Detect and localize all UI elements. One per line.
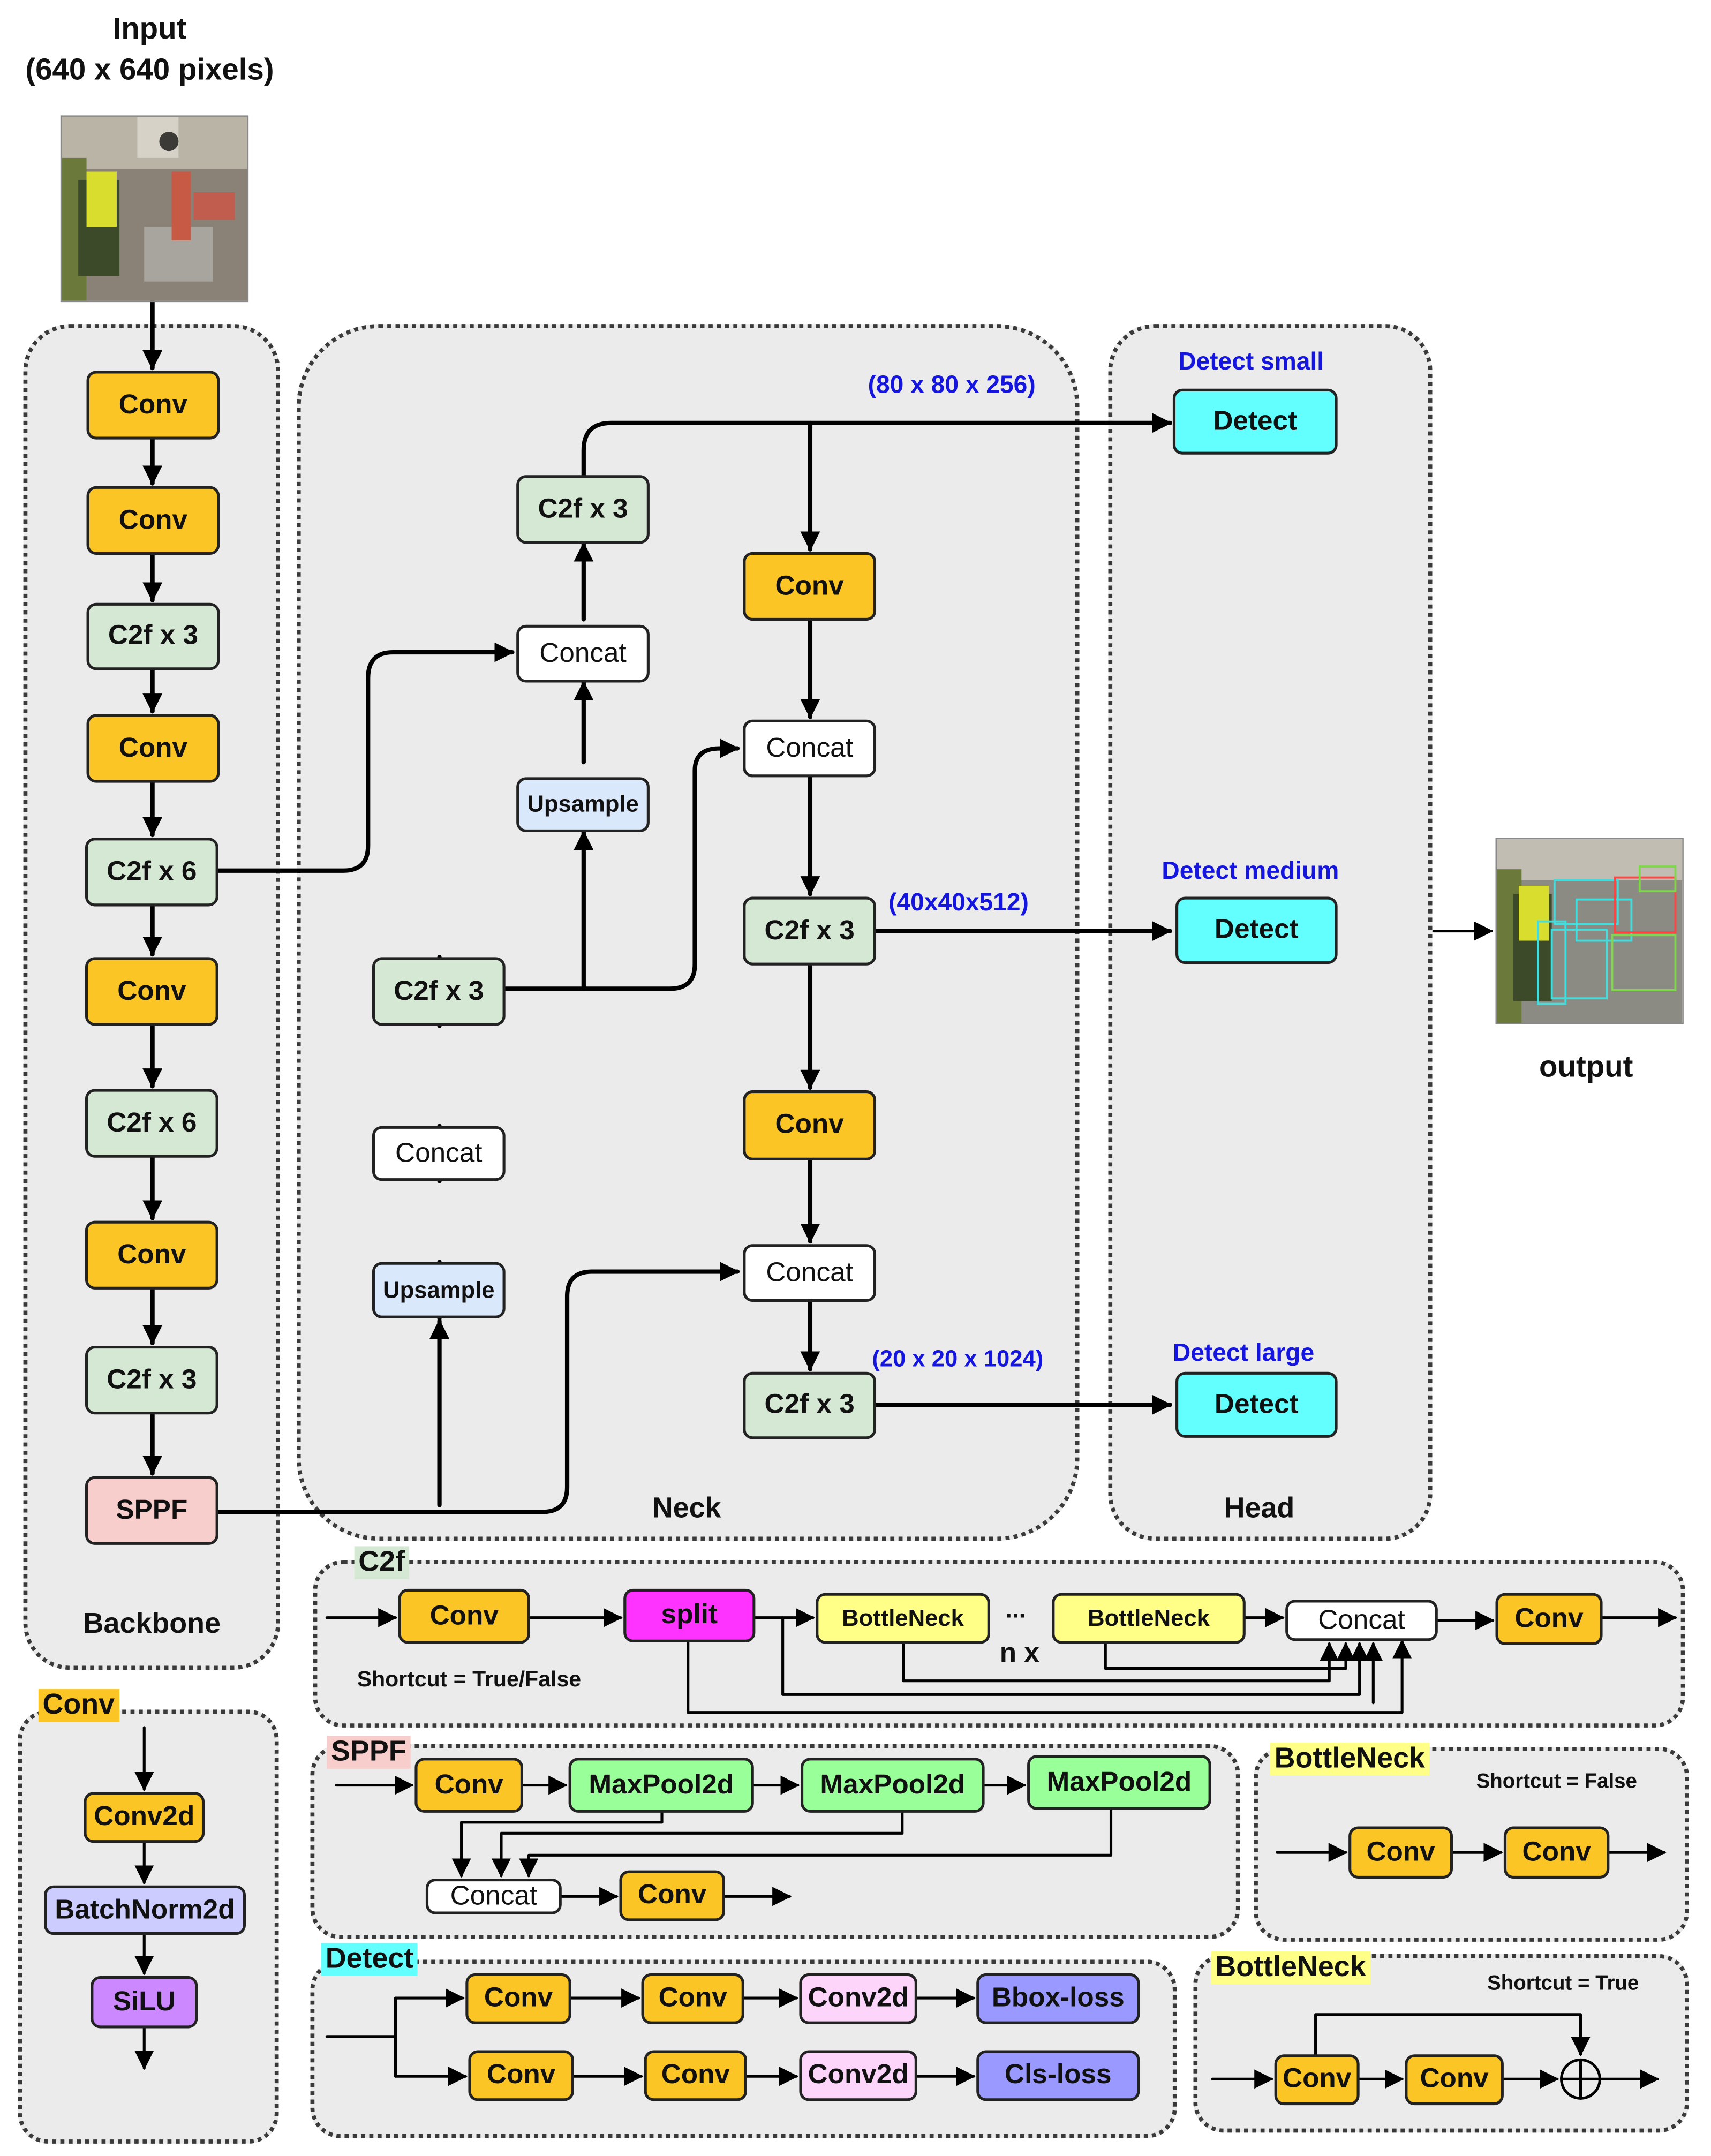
conv-block-conv2d: Conv2d [84,1792,205,1843]
detect-block-conv-2b: Conv [644,2050,747,2101]
sppf-block-maxpool-1: MaxPool2d [568,1758,754,1813]
detect-medium-label: Detect medium [1162,857,1339,885]
backbone-conv-3: Conv [86,714,220,783]
input-title: Input [112,11,187,46]
detect-small: Detect [1172,388,1338,455]
bottleneck-true-shortcut: Shortcut = True [1487,1972,1639,1995]
head-label: Head [1224,1492,1295,1525]
c2f-block-repeat: n x [999,1638,1039,1669]
backbone-c2f-3: C2f x 6 [85,1089,218,1158]
c2f-block-concat: Concat [1285,1600,1438,1641]
neck-c2f-right-1: C2f x 3 [743,896,877,966]
sppf-block-tag: SPPF [327,1736,411,1769]
backbone-label: Backbone [82,1608,221,1640]
backbone-conv-1: Conv [86,371,220,440]
neck-upsample-bottom: Upsample [372,1262,506,1318]
detect-block-conv-1a: Conv [465,1973,571,2024]
conv-block-silu: SiLU [91,1976,198,2029]
sppf-block-conv-in: Conv [414,1758,523,1813]
c2f-block-tag: C2f [354,1546,409,1579]
neck-upsample-top: Upsample [516,777,650,832]
sppf-block-conv-out: Conv [619,1870,725,1921]
detect-block-cls-loss: Cls-loss [976,2050,1140,2101]
bottleneck-true-conv-1: Conv [1274,2054,1360,2106]
neck-concat-right-2: Concat [743,1244,877,1302]
c2f-block-bottleneck-1: BottleNeck [816,1593,990,1644]
c2f-block-ellipsis: ... [1005,1595,1026,1624]
detect-large: Detect [1175,1371,1338,1438]
sppf-block-concat: Concat [425,1878,562,1914]
backbone-conv-4: Conv [85,957,218,1026]
detect-block-conv-2a: Conv [468,2050,574,2101]
c2f-block-shortcut: Shortcut = True/False [357,1668,582,1692]
conv-block-batchnorm: BatchNorm2d [44,1885,246,1935]
neck-c2f-right-2: C2f x 3 [743,1371,877,1439]
detect-block-bbox-loss: Bbox-loss [976,1973,1140,2024]
bottleneck-true-conv-2: Conv [1405,2054,1504,2106]
input-image [60,115,249,303]
bottleneck-false-tag: BottleNeck [1270,1743,1429,1776]
neck-conv-right-2: Conv [743,1090,877,1160]
input-size: (640 x 640 pixels) [25,52,274,87]
backbone-conv-5: Conv [85,1220,218,1290]
neck-c2f-top: C2f x 3 [516,475,650,544]
backbone-c2f-2: C2f x 6 [85,838,218,907]
detect-small-label: Detect small [1178,347,1324,375]
neck-concat-top: Concat [516,624,650,683]
output-image [1495,838,1684,1024]
neck-conv-right-1: Conv [743,552,877,621]
detect-medium: Detect [1175,896,1338,964]
sppf-block-maxpool-3: MaxPool2d [1027,1755,1211,1810]
c2f-block-panel [313,1560,1685,1728]
dim-large-label: (20 x 20 x 1024) [872,1346,1044,1372]
bottleneck-false-conv-2: Conv [1503,1826,1610,1879]
neck-concat-right-1: Concat [743,719,877,778]
dim-medium-label: (40x40x512) [888,888,1029,916]
c2f-block-bottleneck-n: BottleNeck [1052,1593,1246,1644]
bottleneck-false-conv-1: Conv [1348,1826,1453,1879]
neck-label: Neck [652,1492,721,1525]
detect-block-conv2d-1: Conv2d [799,1973,917,2024]
c2f-block-conv-out: Conv [1495,1593,1603,1646]
detect-block-conv2d-2: Conv2d [799,2050,917,2101]
bottleneck-false-panel [1254,1746,1690,1942]
neck-c2f-mid: C2f x 3 [372,957,506,1026]
dim-small-label: (80 x 80 x 256) [868,371,1036,398]
backbone-sppf: SPPF [85,1476,218,1545]
detect-block-tag: Detect [321,1943,418,1977]
backbone-c2f-4: C2f x 3 [85,1346,218,1415]
output-label: output [1539,1049,1633,1084]
neck-concat-mid: Concat [372,1126,506,1181]
conv-block-tag: Conv [38,1689,119,1722]
backbone-conv-2: Conv [86,486,220,555]
backbone-c2f-1: C2f x 3 [86,602,220,670]
c2f-block-split: split [623,1588,756,1642]
sppf-block-maxpool-2: MaxPool2d [800,1758,985,1813]
c2f-block-conv-in: Conv [398,1588,530,1644]
detect-block-conv-1b: Conv [641,1973,744,2024]
bottleneck-false-shortcut: Shortcut = False [1476,1770,1637,1793]
bottleneck-true-tag: BottleNeck [1211,1951,1370,1985]
detect-large-label: Detect large [1172,1339,1315,1367]
